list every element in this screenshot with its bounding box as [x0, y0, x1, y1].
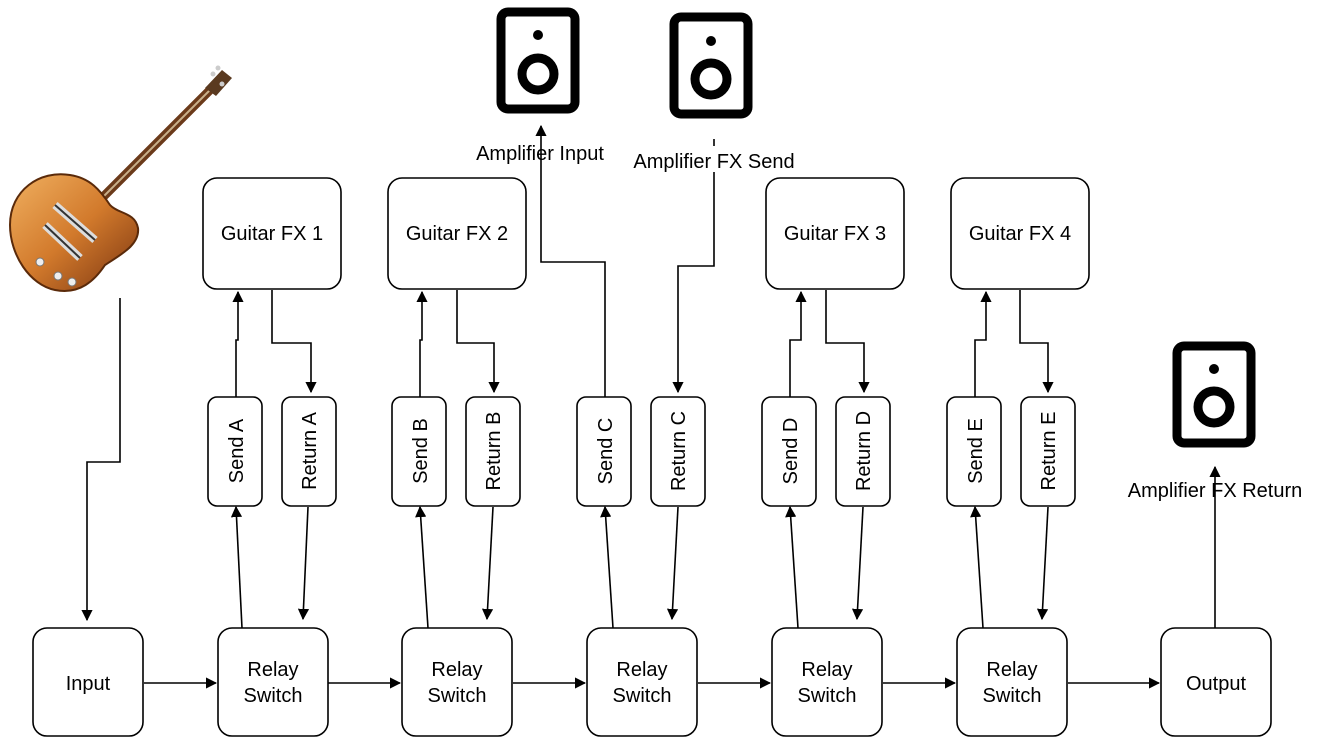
send-to-amp-input-wire	[535, 124, 606, 398]
send-to-fx-wire	[974, 290, 992, 398]
guitar-fx-3: Guitar FX 3	[765, 177, 905, 290]
send-label: Send B	[410, 418, 432, 484]
guitar-fx-4: Guitar FX 4	[950, 177, 1090, 290]
amp-fx-return-label: Amplifier FX Return	[1128, 480, 1303, 502]
return-b-box: Return B	[465, 396, 521, 507]
send-b-box: Send B	[391, 396, 447, 507]
speaker-icon	[1172, 341, 1256, 448]
guitar-fx-2: Guitar FX 2	[387, 177, 527, 290]
return-to-relay-wire	[297, 506, 310, 621]
fx-to-return-wire	[456, 290, 500, 394]
label-background	[622, 146, 806, 172]
relay-switch-2: Relay Switch	[401, 627, 513, 737]
fx-to-return-wire	[271, 290, 317, 394]
relay-switch-5: Relay Switch	[956, 627, 1068, 737]
relay-label: Relay	[986, 659, 1037, 681]
send-label: Send D	[780, 418, 802, 485]
relay-to-send-wire	[230, 505, 243, 629]
output-label: Output	[1186, 673, 1246, 695]
send-label: Send E	[965, 418, 987, 484]
relay-label: Relay	[431, 659, 482, 681]
relay-to-send-wire	[600, 505, 614, 629]
relay-to-send-wire	[785, 505, 799, 629]
return-label: Return B	[483, 412, 505, 491]
amp-fx-send-label: Amplifier FX Send	[633, 151, 794, 173]
send-to-fx-wire	[789, 290, 807, 398]
send-label: Send C	[595, 418, 617, 485]
fx-to-return-wire	[825, 290, 870, 394]
return-a-box: Return A	[281, 396, 337, 507]
relay-label: Relay	[801, 659, 852, 681]
relay-label: Relay	[616, 659, 667, 681]
speaker-icon	[496, 7, 580, 114]
relay-label: Relay	[247, 659, 298, 681]
send-e-box: Send E	[946, 396, 1002, 507]
connectors	[81, 124, 1221, 689]
output-box: Output	[1160, 627, 1272, 737]
send-d-box: Send D	[761, 396, 817, 507]
relay-to-send-wire	[970, 505, 984, 629]
send-to-fx-wire	[232, 290, 244, 398]
relay-switch-3: Relay Switch	[586, 627, 698, 737]
guitar-fx-1: Guitar FX 1	[202, 177, 342, 290]
return-label: Return D	[853, 411, 875, 491]
relay-label: Switch	[244, 685, 303, 707]
send-label: Send A	[226, 418, 248, 483]
return-label: Return A	[299, 411, 321, 489]
return-to-relay-wire	[851, 506, 864, 621]
relay-switch-1: Relay Switch	[217, 627, 329, 737]
fx-label: Guitar FX 1	[221, 223, 323, 245]
send-a-box: Send A	[207, 396, 263, 507]
relay-to-send-wire	[415, 505, 429, 629]
fx-label: Guitar FX 4	[969, 223, 1071, 245]
electric-guitar-icon	[8, 65, 232, 292]
return-c-box: Return C	[650, 396, 706, 507]
relay-label: Switch	[983, 685, 1042, 707]
return-label: Return C	[668, 411, 690, 491]
send-c-box: Send C	[576, 396, 632, 507]
relay-label: Switch	[798, 685, 857, 707]
relay-label: Switch	[428, 685, 487, 707]
relay-switch-4: Relay Switch	[771, 627, 883, 737]
return-to-relay-wire	[481, 506, 494, 621]
return-label: Return E	[1038, 412, 1060, 491]
fx-to-return-wire	[1019, 290, 1054, 394]
amp-input-label: Amplifier Input	[476, 143, 604, 165]
return-to-relay-wire	[1036, 506, 1049, 621]
relay-label: Switch	[613, 685, 672, 707]
fx-label: Guitar FX 3	[784, 223, 886, 245]
amp-fx-send-to-return-wire	[672, 139, 715, 394]
input-label: Input	[66, 673, 111, 695]
return-e-box: Return E	[1020, 396, 1076, 507]
input-box: Input	[32, 627, 144, 737]
send-to-fx-wire	[416, 290, 428, 398]
return-d-box: Return D	[835, 396, 891, 507]
speaker-icon	[669, 12, 753, 119]
return-to-relay-wire	[666, 506, 679, 621]
fx-label: Guitar FX 2	[406, 223, 508, 245]
guitar-to-input-wire	[81, 298, 121, 622]
